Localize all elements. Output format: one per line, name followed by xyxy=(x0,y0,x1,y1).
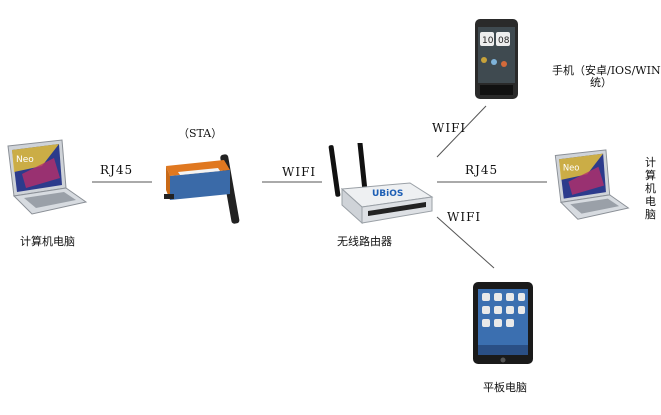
tablet-node[interactable] xyxy=(472,281,534,369)
laptop-left-node[interactable]: Neo xyxy=(2,138,88,222)
wifi-serial-server-icon xyxy=(164,154,240,224)
smartphone-icon: 10 08 xyxy=(475,19,518,99)
serial-server-label: （STA） xyxy=(178,127,223,140)
link-label-wifi-tablet: WIFI xyxy=(447,210,482,224)
svg-text:08: 08 xyxy=(498,36,510,46)
phone-node[interactable]: 10 08 xyxy=(474,18,519,104)
link-label-rj45-right: RJ45 xyxy=(465,163,499,177)
laptop-right-node[interactable]: Neo xyxy=(545,148,635,227)
link-label-rj45-left: RJ45 xyxy=(100,163,134,177)
svg-text:UBiOS: UBiOS xyxy=(372,189,403,199)
laptop-left-label: 计算机电脑 xyxy=(20,235,75,248)
phone-label-line2: 统） xyxy=(590,76,612,89)
tablet-icon xyxy=(473,282,533,364)
svg-text:10: 10 xyxy=(482,36,494,46)
link-label-wifi-server: WIFI xyxy=(282,165,317,179)
laptop-right-label: 计算机电脑 xyxy=(645,156,656,221)
phone-label-line1: 手机（安卓/IOS/WIN系 xyxy=(552,64,661,77)
line-router-tablet xyxy=(436,216,495,269)
wireless-router-icon: UBiOS xyxy=(328,141,434,225)
laptop-icon: Neo xyxy=(7,139,88,215)
tablet-label: 平板电脑 xyxy=(483,381,527,394)
router-label: 无线路由器 xyxy=(337,235,392,248)
line-router-phone xyxy=(436,105,487,158)
link-label-wifi-phone: WIFI xyxy=(432,121,467,135)
serial-server-node[interactable] xyxy=(160,150,250,234)
svg-text:Neo: Neo xyxy=(563,163,580,173)
laptop-icon: Neo xyxy=(554,149,630,220)
router-node[interactable]: UBiOS xyxy=(322,141,437,232)
svg-text:Neo: Neo xyxy=(16,155,34,165)
